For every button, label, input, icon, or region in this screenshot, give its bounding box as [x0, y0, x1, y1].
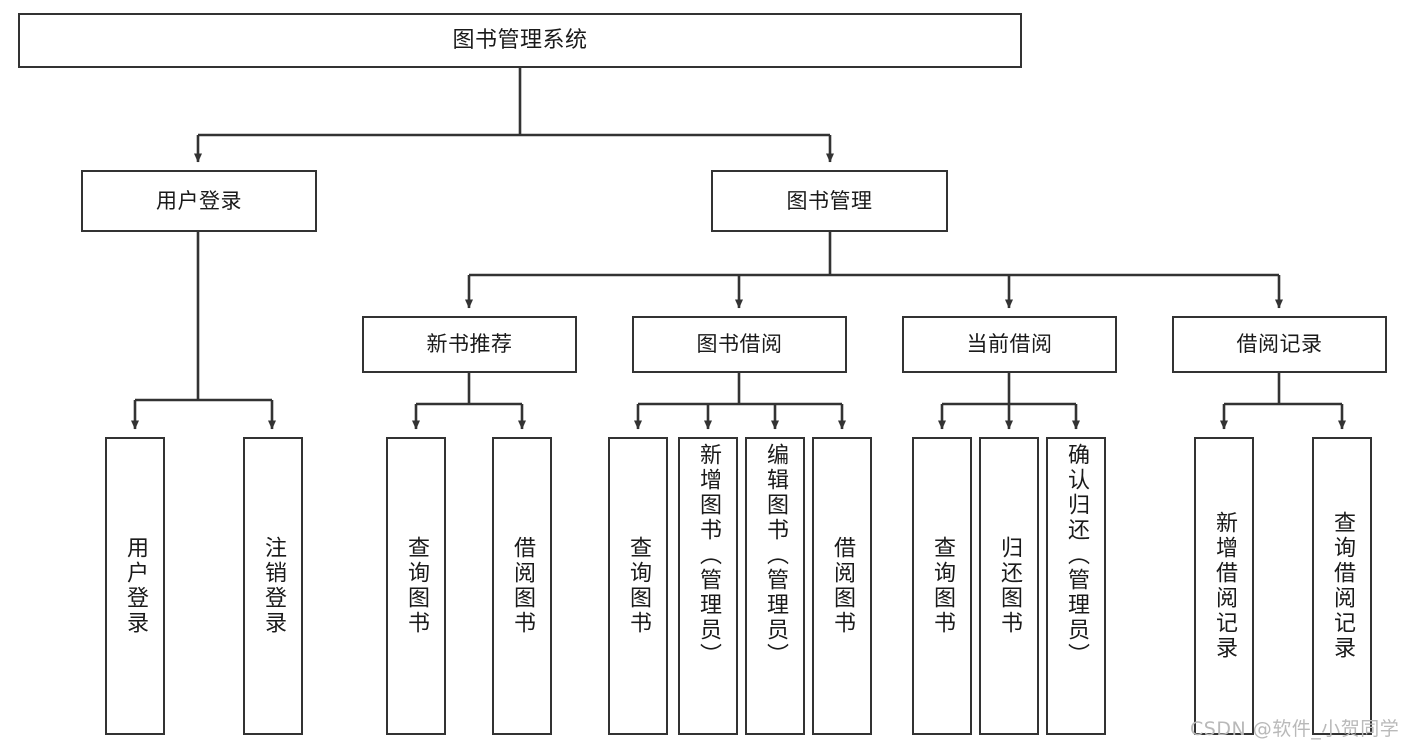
node-label: 新增图书（管理员） [695, 443, 721, 668]
node-label: 新书推荐 [426, 332, 513, 357]
node-label: 查询图书 [403, 536, 429, 636]
node-label: 编辑图书（管理员） [762, 443, 788, 668]
node-borrow-record[interactable]: 借阅记录 [1172, 316, 1387, 373]
leaf-edit-book-admin[interactable]: 编辑图书（管理员） [745, 437, 805, 735]
node-label: 注销登录 [260, 536, 286, 636]
csdn-watermark: CSDN @软件_小贺同学 [1190, 718, 1400, 740]
leaf-confirm-return-admin[interactable]: 确认归还（管理员） [1046, 437, 1106, 735]
node-root-book-management-system[interactable]: 图书管理系统 [18, 13, 1022, 68]
leaf-borrow-book[interactable]: 借阅图书 [812, 437, 872, 735]
node-label: 当前借阅 [966, 332, 1053, 357]
leaf-query-book-borrow[interactable]: 查询图书 [608, 437, 668, 735]
leaf-add-borrow-record[interactable]: 新增借阅记录 [1194, 437, 1254, 735]
node-label: 用户登录 [156, 188, 242, 213]
node-current-borrowing[interactable]: 当前借阅 [902, 316, 1117, 373]
node-new-book-recommendation[interactable]: 新书推荐 [362, 316, 577, 373]
node-book-management[interactable]: 图书管理 [711, 170, 948, 232]
node-label: 归还图书 [996, 536, 1022, 636]
node-label: 用户登录 [122, 536, 148, 636]
node-label: 图书管理 [786, 188, 873, 213]
leaf-return-book[interactable]: 归还图书 [979, 437, 1039, 735]
leaf-add-book-admin[interactable]: 新增图书（管理员） [678, 437, 738, 735]
node-label: 查询借阅记录 [1329, 511, 1355, 661]
leaf-user-login[interactable]: 用户登录 [105, 437, 165, 735]
node-label: 图书管理系统 [452, 27, 588, 53]
node-label: 借阅图书 [829, 536, 855, 636]
node-label: 图书借阅 [696, 332, 783, 357]
node-label: 确认归还（管理员） [1063, 443, 1089, 668]
node-label: 借阅图书 [509, 536, 535, 636]
leaf-query-book-current[interactable]: 查询图书 [912, 437, 972, 735]
leaf-borrow-book-new[interactable]: 借阅图书 [492, 437, 552, 735]
leaf-logout[interactable]: 注销登录 [243, 437, 303, 735]
node-user-login[interactable]: 用户登录 [81, 170, 317, 232]
node-book-borrowing[interactable]: 图书借阅 [632, 316, 847, 373]
node-label: 查询图书 [929, 536, 955, 636]
leaf-query-book-new[interactable]: 查询图书 [386, 437, 446, 735]
node-label: 查询图书 [625, 536, 651, 636]
node-label: 新增借阅记录 [1211, 511, 1237, 661]
leaf-query-borrow-record[interactable]: 查询借阅记录 [1312, 437, 1372, 735]
node-label: 借阅记录 [1236, 332, 1323, 357]
